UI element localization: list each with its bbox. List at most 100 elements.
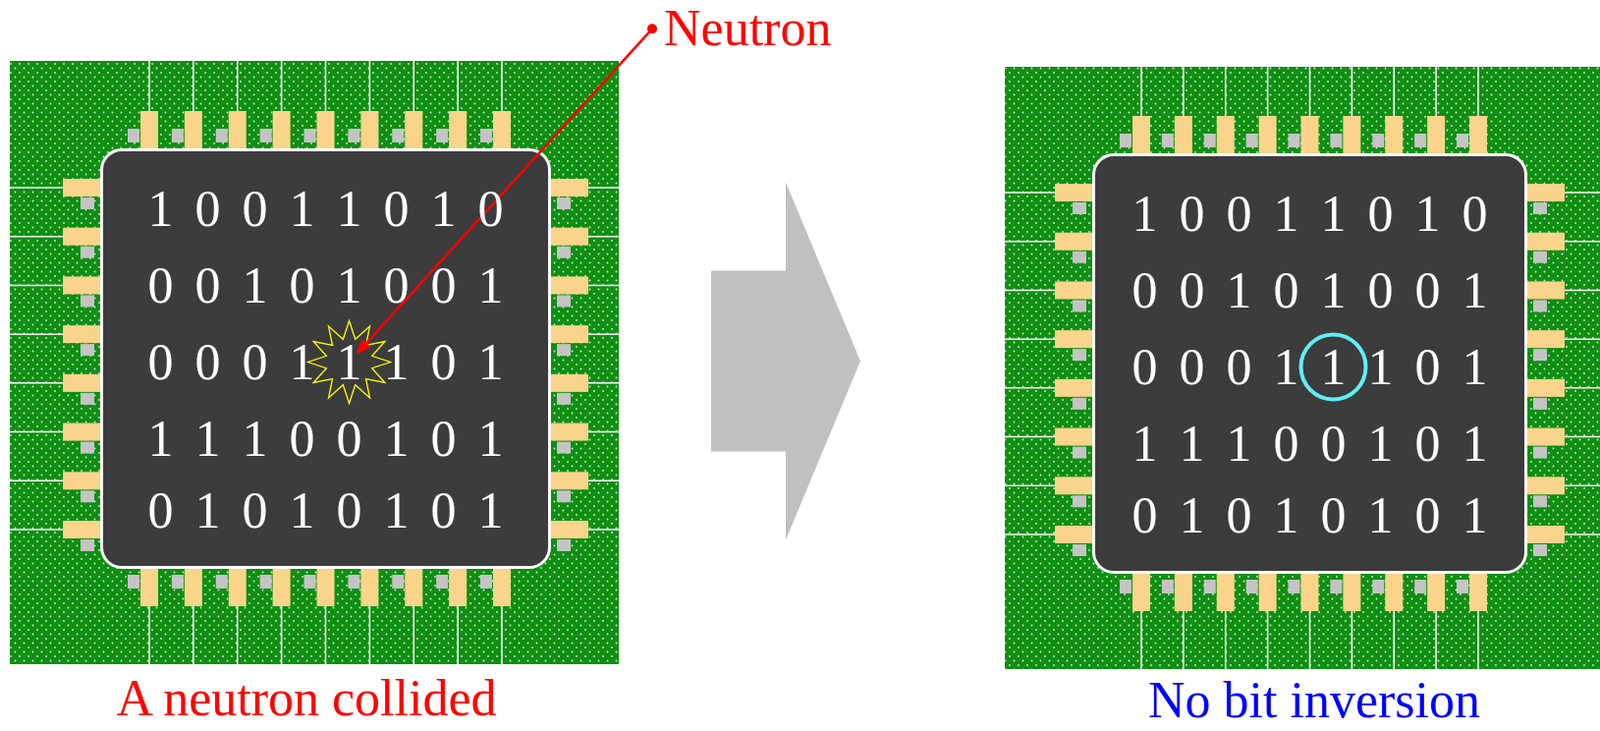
pin-foot <box>1204 133 1216 148</box>
board-trace <box>1182 608 1185 669</box>
pin <box>545 275 589 294</box>
board-trace <box>1351 66 1354 118</box>
pin-foot <box>80 392 95 405</box>
pin <box>360 562 379 607</box>
board-trace <box>236 60 239 113</box>
board-trace <box>1004 337 1057 340</box>
pin-foot <box>480 128 493 143</box>
board-trace <box>1004 436 1057 439</box>
board-trace <box>1224 608 1227 669</box>
board-trace <box>1267 608 1269 669</box>
pin-foot <box>1372 133 1384 148</box>
bit-row: 1 0 0 1 1 0 1 0 <box>148 183 504 235</box>
pin-foot <box>80 246 95 259</box>
memory-chip: 1 0 0 1 1 0 1 00 0 1 0 1 0 0 10 0 0 1 1 … <box>1092 153 1528 574</box>
pin <box>1469 567 1488 611</box>
pin-foot <box>1533 495 1547 507</box>
pin-foot <box>1161 133 1174 148</box>
pin <box>1521 476 1565 495</box>
board-trace <box>1477 608 1480 669</box>
caption: No bit inversion <box>1148 673 1481 728</box>
pin-foot <box>436 128 448 143</box>
pin <box>1174 567 1193 611</box>
pin-foot <box>556 294 571 307</box>
pin-foot <box>1204 579 1216 594</box>
pin-foot <box>556 343 571 356</box>
board-trace <box>456 604 459 664</box>
pin <box>1521 280 1565 299</box>
board-trace <box>1140 66 1143 118</box>
pin <box>545 325 589 343</box>
board-trace <box>586 431 619 434</box>
pin <box>545 423 589 442</box>
bit-row: 0 0 1 0 1 0 0 1 <box>148 260 504 312</box>
board-trace <box>325 604 328 664</box>
circuit-board <box>9 60 619 664</box>
pin-foot <box>1161 579 1174 594</box>
pin-foot <box>1533 299 1547 312</box>
pin <box>448 562 467 607</box>
board-trace <box>456 60 459 113</box>
board-trace <box>586 480 619 483</box>
pin-foot <box>480 574 493 589</box>
pin <box>1521 428 1565 446</box>
board-trace <box>9 431 65 434</box>
pin-foot <box>1246 133 1259 148</box>
board-trace <box>236 604 239 664</box>
pin-foot <box>391 128 404 143</box>
pin-foot <box>1072 299 1087 312</box>
pin-foot <box>1072 202 1087 215</box>
board-trace <box>9 186 65 189</box>
pin-foot <box>1119 133 1132 148</box>
highlight-circle <box>1301 334 1367 400</box>
board-trace <box>1004 289 1057 292</box>
pin-foot <box>1533 251 1547 264</box>
pin-foot <box>436 574 448 589</box>
board-trace <box>586 528 619 531</box>
bit-row: 0 0 1 0 1 0 0 1 <box>1132 265 1489 317</box>
pin-foot <box>304 574 317 589</box>
board-trace <box>500 60 503 113</box>
pin <box>545 520 589 539</box>
circuit-board <box>1004 66 1600 669</box>
caption: A neutron collided <box>115 671 497 726</box>
bit-row: 1 0 0 1 1 0 1 0 <box>1132 188 1489 240</box>
pin <box>228 562 247 607</box>
board-trace <box>1004 533 1057 536</box>
memory-chip: 1 0 0 1 1 0 1 00 0 1 0 1 0 0 10 0 0 1 1 … <box>100 148 552 569</box>
pin-foot <box>556 197 571 210</box>
board-trace <box>192 60 195 113</box>
board-trace <box>9 332 65 335</box>
pin <box>404 562 423 607</box>
pin <box>545 227 589 246</box>
board-trace <box>192 604 195 664</box>
board-trace <box>280 60 283 113</box>
pin <box>317 562 335 607</box>
board-trace <box>369 60 372 113</box>
board-trace <box>1562 337 1600 340</box>
pin-foot <box>1329 133 1342 148</box>
pin <box>545 178 589 197</box>
pin-foot <box>1372 579 1384 594</box>
pin-foot <box>1072 397 1087 410</box>
pin-foot <box>556 392 571 405</box>
board-trace <box>586 284 619 287</box>
board-trace <box>1562 386 1600 389</box>
board-trace <box>1434 66 1437 118</box>
board-trace <box>1140 608 1143 669</box>
board-trace <box>586 382 619 385</box>
board-trace <box>1224 66 1227 118</box>
board-trace <box>148 60 151 113</box>
board-trace <box>1562 289 1600 292</box>
pin-foot <box>216 128 228 143</box>
pin-foot <box>1533 202 1547 215</box>
pin-foot <box>347 574 360 589</box>
pin <box>1521 525 1565 544</box>
pin <box>273 562 291 607</box>
board-trace <box>586 332 619 335</box>
board-trace <box>1562 436 1600 439</box>
board-trace <box>1562 191 1600 194</box>
pin-foot <box>1533 446 1547 459</box>
pin-foot <box>556 246 571 259</box>
pin-foot <box>1072 446 1087 459</box>
